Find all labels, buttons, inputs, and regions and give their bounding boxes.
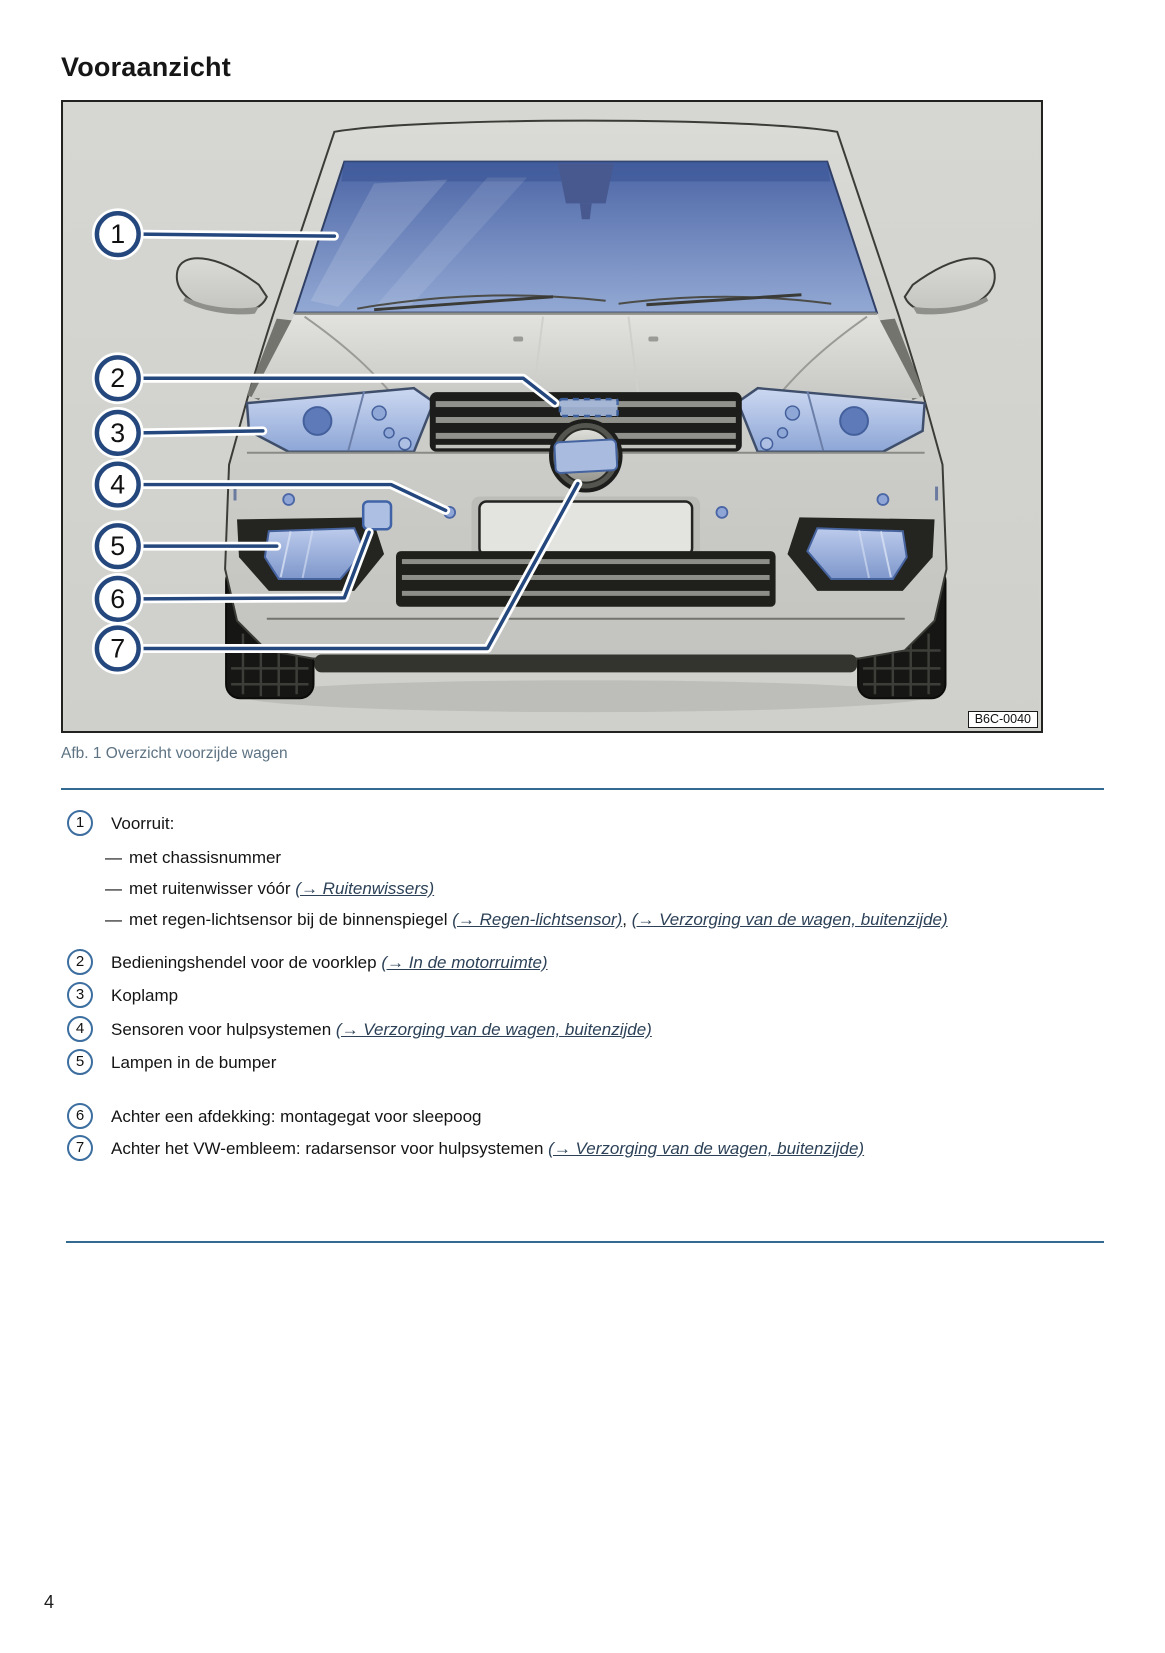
- callout-lines: [135, 229, 583, 653]
- divider-top: [61, 788, 1104, 790]
- lower-grille: [395, 551, 776, 607]
- xref-verzorging-1[interactable]: (→ Verzorging van de wagen, buitenzijde): [631, 910, 948, 929]
- legend-text-1: Voorruit:: [111, 814, 175, 833]
- legend-badge-6: 6: [67, 1103, 93, 1129]
- hood-release-area: [558, 397, 619, 418]
- legend-item-3: 3 Koplamp: [61, 982, 1121, 1008]
- callout-5: 5: [91, 520, 144, 573]
- svg-text:3: 3: [110, 418, 125, 448]
- callout-7: 7: [91, 622, 144, 675]
- divider-bottom: [66, 1241, 1104, 1243]
- dash: —: [105, 879, 122, 898]
- figure-caption: Afb. 1 Overzicht voorzijde wagen: [61, 745, 288, 762]
- xref-ruitenwissers[interactable]: (→ Ruitenwissers): [295, 879, 435, 898]
- legend-item-1: 1 Voorruit:: [61, 810, 1121, 836]
- dash: —: [105, 910, 122, 929]
- legend-badge-4: 4: [67, 1016, 93, 1042]
- legend-sub-ruitenwisser: —met ruitenwisser vóór (→ Ruitenwissers): [105, 877, 1105, 901]
- tow-eye-cover: [361, 500, 393, 531]
- legend-sub-regenlichtsensor: —met regen-lichtsensor bij de binnenspie…: [105, 908, 1105, 932]
- figure-code: B6C-0040: [967, 711, 1038, 728]
- legend-item-4: 4 Sensoren voor hulpsystemen (→ Verzorgi…: [61, 1016, 1121, 1042]
- fog-light-left: [237, 517, 385, 591]
- xref-verzorging-3[interactable]: (→ Verzorging van de wagen, buitenzijde): [548, 1139, 865, 1158]
- callout-2: 2: [91, 352, 144, 405]
- front-view-illustration: 1 2 3 4: [64, 102, 1040, 731]
- legend-item-5: 5 Lampen in de bumper: [61, 1049, 1121, 1075]
- xref-verzorging-2[interactable]: (→ Verzorging van de wagen, buitenzijde): [335, 1020, 652, 1039]
- legend-badge-7: 7: [67, 1135, 93, 1161]
- fog-light-right: [787, 517, 935, 591]
- legend-sub-chassisnummer: —met chassisnummer: [105, 846, 1105, 870]
- dash: —: [105, 848, 122, 867]
- hood: [250, 312, 921, 399]
- legend-badge-3: 3: [67, 982, 93, 1008]
- legend-badge-1: 1: [67, 810, 93, 836]
- xref-in-de-motorruimte[interactable]: (→ In de motorruimte): [381, 953, 548, 972]
- callout-1: 1: [91, 208, 144, 260]
- svg-text:6: 6: [110, 584, 125, 614]
- svg-text:5: 5: [110, 531, 125, 561]
- headlight-left: [245, 386, 436, 454]
- license-plate: [471, 496, 701, 561]
- callout-badges: 1 2 3 4: [91, 208, 144, 675]
- vw-emblem: [549, 418, 623, 493]
- svg-text:2: 2: [110, 363, 125, 393]
- mirror-left: [175, 257, 268, 315]
- windshield: [293, 160, 879, 314]
- legend-item-7: 7 Achter het VW-embleem: radarsensor voo…: [61, 1135, 1121, 1161]
- figure-front-view: 1 2 3 4: [61, 100, 1043, 733]
- callout-6: 6: [91, 573, 144, 625]
- callout-4: 4: [91, 458, 144, 511]
- page-title: Vooraanzicht: [61, 52, 231, 82]
- legend-item-6: 6 Achter een afdekking: montagegat voor …: [61, 1103, 1121, 1129]
- svg-text:4: 4: [110, 470, 125, 500]
- mirror-right: [903, 257, 996, 315]
- svg-text:1: 1: [110, 219, 125, 249]
- car-body: [64, 102, 1040, 731]
- legend-badge-5: 5: [67, 1049, 93, 1075]
- callout-3: 3: [91, 407, 144, 459]
- svg-text:7: 7: [110, 633, 125, 663]
- xref-regen-lichtsensor[interactable]: (→ Regen-lichtsensor): [452, 910, 623, 929]
- legend-badge-2: 2: [67, 949, 93, 975]
- page-number: 4: [44, 1592, 55, 1612]
- legend-item-2: 2 Bedieningshendel voor de voorklep (→ I…: [61, 949, 1121, 975]
